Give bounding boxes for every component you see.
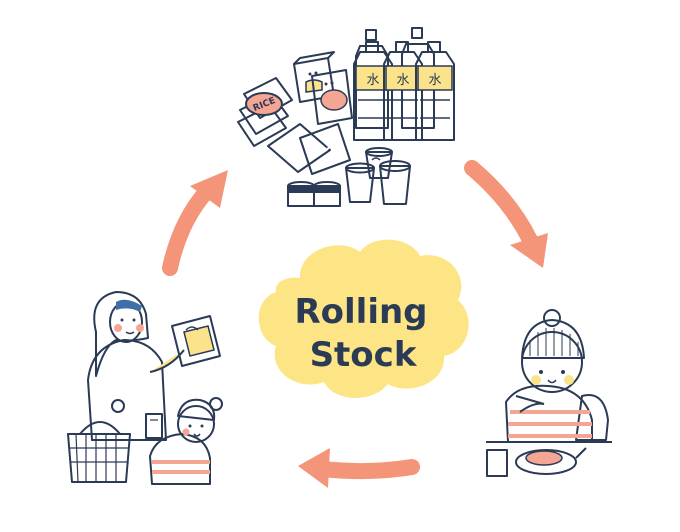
noodle-cups-icon [345,147,411,205]
rice-pack-icon: RICE [237,77,293,147]
canned-food-icon [287,181,341,207]
water-label-1: 水 [366,73,379,88]
water-bottle-1: 水 [353,41,393,141]
water-bottle-2: 水 [383,41,423,141]
center-title-line2: Stock [310,335,418,375]
water-label-3: 水 [428,73,441,88]
arrow-top-right [464,160,548,268]
water-bottle-3: 水 [415,41,455,141]
center-title-line1: Rolling [294,292,427,332]
child-eating [486,309,612,477]
emergency-stockpile: RICE [237,27,455,207]
shopping-basket-icon [67,421,131,483]
water-bottle-back-1 [355,29,389,129]
water-label-2: 水 [396,73,409,88]
arrow-left [162,170,228,276]
water-bottles-icon: 水 水 水 [353,27,455,141]
mother-and-child-shopping [67,291,223,485]
arrow-bottom [298,448,420,488]
food-pouch-icon [267,123,351,175]
retort-box-icon [293,51,353,125]
center-cloud: Rolling Stock [258,239,469,399]
food-package-icon [171,315,221,367]
cycle-arrows [162,160,548,488]
